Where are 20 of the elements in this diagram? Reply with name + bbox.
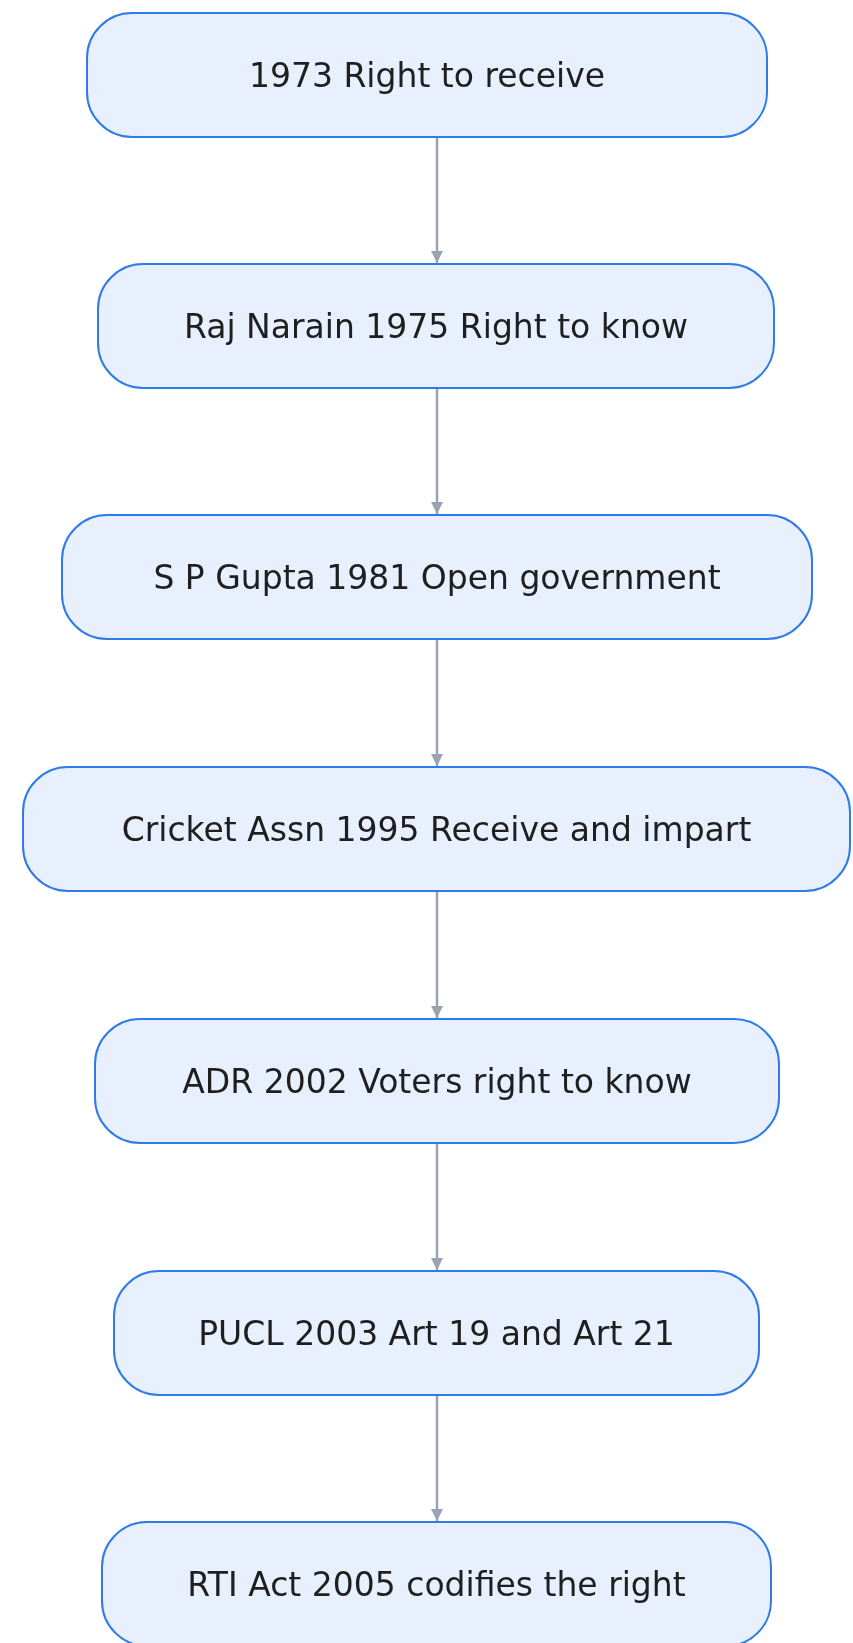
box-label: 1973 Right to receive [248,55,606,95]
box-label: S P Gupta 1981 Open government [153,557,721,597]
process-box [61,514,813,640]
box-label: ADR 2002 Voters right to know [182,1061,692,1101]
box-label: Raj Narain 1975 Right to know [183,306,688,346]
process-box [94,1018,780,1144]
process-box [22,766,851,892]
arrow [430,389,444,514]
box-label: RTI Act 2005 codifies the right [187,1564,686,1604]
process-box [97,263,775,389]
box-label: Cricket Assn 1995 Receive and impart [121,809,752,849]
process-box [101,1521,772,1643]
arrow [430,1396,444,1521]
arrow [430,640,444,766]
arrow [430,138,444,263]
arrow [430,1144,444,1270]
box-label: PUCL 2003 Art 19 and Art 21 [198,1313,675,1353]
process-box [86,12,768,138]
process-box [113,1270,760,1396]
arrow [430,892,444,1018]
